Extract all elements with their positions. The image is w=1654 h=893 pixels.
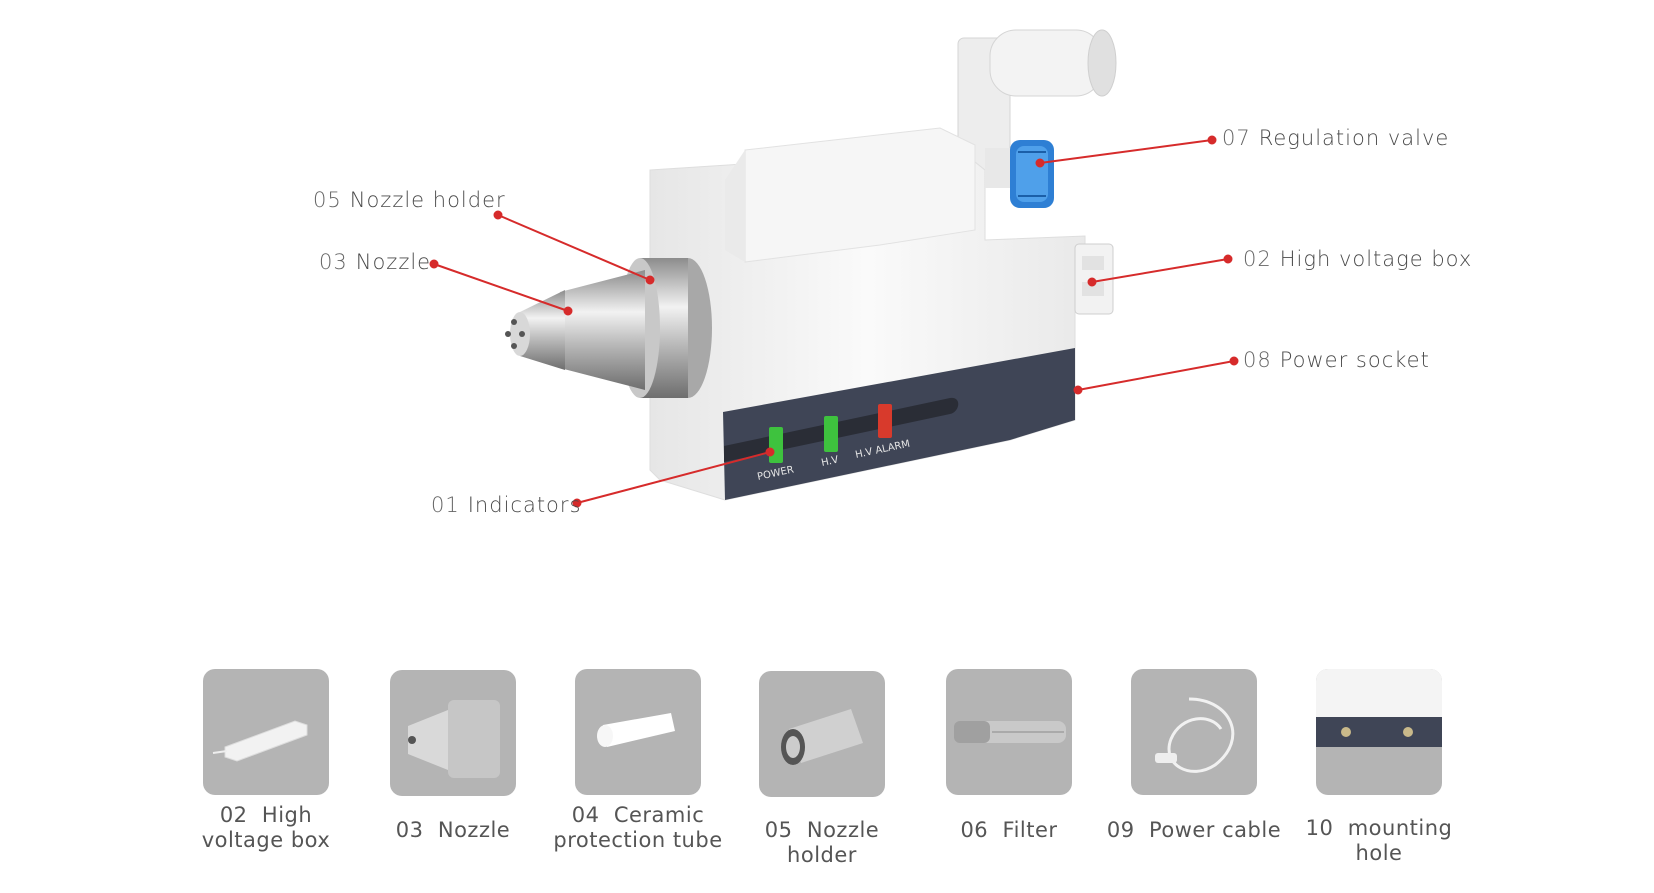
part-number: 02 (219, 803, 248, 827)
part-name-line1: Filter (1002, 818, 1058, 842)
part-caption-06: 06 Filter (914, 818, 1104, 843)
callout-number: 07 (1222, 126, 1251, 150)
part-thumb-nozzle-holder (759, 671, 885, 797)
power-led-icon (769, 427, 783, 463)
callout-number: 03 (319, 250, 348, 274)
part-caption-09: 09 Power cable (1099, 818, 1289, 843)
part-caption-03: 03 Nozzle (358, 818, 548, 843)
nozzle (505, 270, 645, 390)
callout-text: Nozzle (355, 250, 432, 274)
part-thumb-nozzle (390, 670, 516, 796)
regulation-valve (985, 140, 1054, 208)
callout-power-socket: 08 Power socket (1243, 348, 1430, 372)
callout-number: 08 (1243, 348, 1272, 372)
callout-number: 02 (1243, 247, 1272, 271)
part-name-line1: Nozzle holder (787, 818, 880, 867)
callout-text: Nozzle holder (349, 188, 506, 212)
part-name-line2: protection tube (553, 828, 723, 852)
hv-led-icon (824, 416, 838, 452)
part-thumb-high-voltage-box (203, 669, 329, 795)
part-thumb-power-cable (1131, 669, 1257, 795)
callout-number: 05 (313, 188, 342, 212)
callout-nozzle-holder: 05 Nozzle holder (313, 188, 506, 212)
part-thumb-ceramic-tube (575, 669, 701, 795)
part-number: 06 (960, 818, 989, 842)
indicator-panel: POWER H.V H.V ALARM (723, 348, 1075, 500)
callout-regulation-valve: 07 Regulation valve (1222, 126, 1449, 150)
part-caption-10: 10 mounting hole (1284, 816, 1474, 866)
part-name-line1: Power cable (1148, 818, 1282, 842)
callout-text: Regulation valve (1258, 126, 1450, 150)
part-number: 05 (764, 818, 793, 842)
callout-indicators: 01 Indicators (431, 493, 581, 517)
callout-text: Power socket (1279, 348, 1430, 372)
part-number: 04 (571, 803, 600, 827)
leader-lines (429, 135, 1239, 508)
callout-text: Indicators (467, 493, 582, 517)
part-name-line2: voltage box (201, 828, 331, 852)
part-thumb-filter (946, 669, 1072, 795)
callout-nozzle: 03 Nozzle (319, 250, 431, 274)
part-caption-04: 04 Ceramic protection tube (543, 803, 733, 853)
part-name-line1: Nozzle (437, 818, 511, 842)
callout-high-voltage-box: 02 High voltage box (1243, 247, 1472, 271)
indicator-label-hv: H.V (820, 455, 839, 469)
part-thumb-mounting-hole (1316, 669, 1442, 795)
device-illustration: POWER H.V H.V ALARM (429, 29, 1239, 508)
part-number: 09 (1106, 818, 1135, 842)
part-name-line1: Ceramic (613, 803, 705, 827)
part-name-line1: mounting hole (1347, 816, 1453, 865)
part-name-line1: High (261, 803, 313, 827)
hv-alarm-led-icon (878, 404, 892, 438)
part-number: 10 (1305, 816, 1334, 840)
part-caption-05: 05 Nozzle holder (727, 818, 917, 868)
callout-number: 01 (431, 493, 460, 517)
part-number: 03 (395, 818, 424, 842)
part-caption-02: 02 High voltage box (171, 803, 361, 853)
callout-text: High voltage box (1279, 247, 1473, 271)
